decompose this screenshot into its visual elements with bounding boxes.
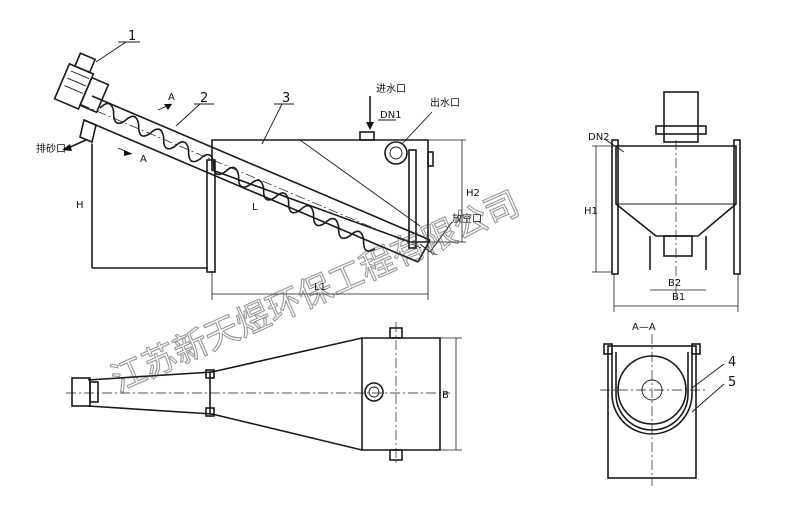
callout-3: 3 xyxy=(282,91,290,106)
screw-spiral xyxy=(99,102,376,252)
sand-chute xyxy=(79,118,97,144)
side-view xyxy=(592,91,741,312)
outlet-leader xyxy=(401,111,433,145)
label-drain: 放空口 xyxy=(452,212,482,225)
plan-motor xyxy=(71,377,91,407)
label-dim-L1: L1 xyxy=(314,282,326,293)
label-dn1: DN1 xyxy=(380,110,402,121)
label-dim-B: B xyxy=(442,390,449,401)
label-dim-B2: B2 xyxy=(668,278,681,289)
plan-outlet-bore xyxy=(368,386,380,398)
trough-top-edge xyxy=(91,95,431,241)
label-dim-H2: H2 xyxy=(466,188,480,199)
label-section-title: A—A xyxy=(632,322,656,333)
shaft-centerline xyxy=(79,103,441,257)
plan-view xyxy=(66,322,462,466)
outlet-flange xyxy=(384,141,408,165)
callout-1: 1 xyxy=(128,29,136,44)
section-arrowhead-upper xyxy=(164,104,172,110)
callout-5: 5 xyxy=(728,375,736,390)
side-leg-right xyxy=(733,139,741,275)
plan-leg-top xyxy=(205,369,215,379)
section-arrowhead-lower xyxy=(124,150,132,156)
callout-2: 2 xyxy=(200,91,208,106)
label-dn2: DN2 xyxy=(588,132,610,143)
watermark: 江苏新天煜环保工程有限公司 xyxy=(105,184,525,400)
label-dim-L: L xyxy=(252,202,258,213)
section-flange-left xyxy=(603,343,613,355)
section-view xyxy=(600,334,725,486)
label-dim-B1: B1 xyxy=(672,292,685,303)
section-flange-right xyxy=(691,343,701,355)
side-drain-box xyxy=(663,235,693,257)
label-section-arrow-upper: A xyxy=(168,92,175,103)
trough-bottom-edge xyxy=(83,119,419,263)
leg-front xyxy=(206,159,216,273)
plan-trough-bottom xyxy=(87,405,213,415)
callout-3-leader xyxy=(261,103,283,145)
outlet-bore xyxy=(389,146,403,160)
side-leg-left xyxy=(611,139,619,275)
callout-4-leader xyxy=(691,363,725,389)
plan-leg-bottom xyxy=(205,407,215,417)
label-dim-H1: H1 xyxy=(584,206,598,217)
dn2-leader xyxy=(605,139,625,153)
callout-4: 4 xyxy=(728,355,736,370)
callout-2-leader xyxy=(175,103,201,127)
label-inlet: 进水口 xyxy=(376,83,406,95)
label-outlet: 出水口 xyxy=(430,96,460,109)
sand-outlet-arrow xyxy=(67,139,87,149)
front-view xyxy=(53,41,466,300)
plan-coupling xyxy=(89,381,99,403)
sand-outlet-arrow-head xyxy=(62,144,72,151)
drain-leader xyxy=(429,221,453,253)
plan-trough-top xyxy=(87,371,213,381)
plan-outline xyxy=(209,337,441,451)
inlet-arrow-head xyxy=(366,122,374,130)
callout-1-leader xyxy=(95,41,127,63)
tank-body xyxy=(211,139,429,243)
label-dim-H: H xyxy=(76,200,84,211)
label-sand-outlet: 排砂口 xyxy=(36,142,66,155)
inlet-nozzle xyxy=(359,131,375,141)
plan-outlet-flange xyxy=(364,382,384,402)
side-motor xyxy=(663,91,699,143)
side-flange xyxy=(427,151,434,167)
side-motor-flange xyxy=(655,125,707,135)
callout-5-leader xyxy=(691,383,725,413)
tank-slope-line xyxy=(299,139,421,227)
motor-drive xyxy=(53,52,110,114)
leg-rear xyxy=(408,149,417,249)
label-section-arrow-lower: A xyxy=(140,154,147,165)
